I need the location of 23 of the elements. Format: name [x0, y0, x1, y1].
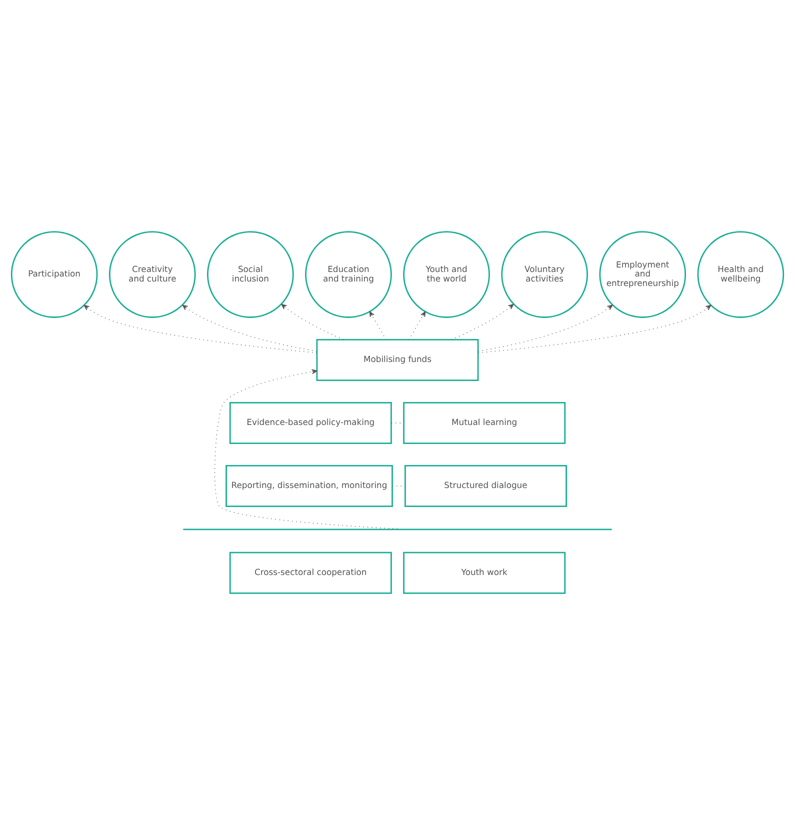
node-box: Cross-sectoral cooperation — [229, 551, 392, 594]
node-box: Structured dialogue — [404, 464, 567, 507]
node-box: Youth work — [403, 551, 566, 594]
node-circle: Health and wellbeing — [697, 230, 784, 318]
arrow — [451, 303, 514, 340]
arrow — [478, 304, 613, 352]
node-bar — [183, 528, 612, 530]
arrow — [408, 310, 426, 340]
node-circle: Employment and entrepreneurship — [599, 230, 686, 318]
node-circle: Participation — [10, 230, 98, 318]
node-box: Reporting, dissemination, monitoring — [226, 464, 393, 507]
arrow — [214, 368, 398, 529]
node-circle: Creativity and culture — [108, 230, 196, 318]
node-circle: Social inclusion — [207, 230, 294, 318]
arrow — [84, 304, 318, 353]
arrow — [369, 310, 386, 340]
arrow — [478, 304, 712, 353]
node-box: Mobilising funds — [316, 338, 479, 380]
node-circle: Voluntary activities — [501, 230, 588, 318]
arrow — [182, 304, 318, 352]
arrow — [281, 303, 344, 340]
node-box: Mutual learning — [403, 402, 566, 444]
node-box: Evidence-based policy-making — [229, 402, 392, 444]
